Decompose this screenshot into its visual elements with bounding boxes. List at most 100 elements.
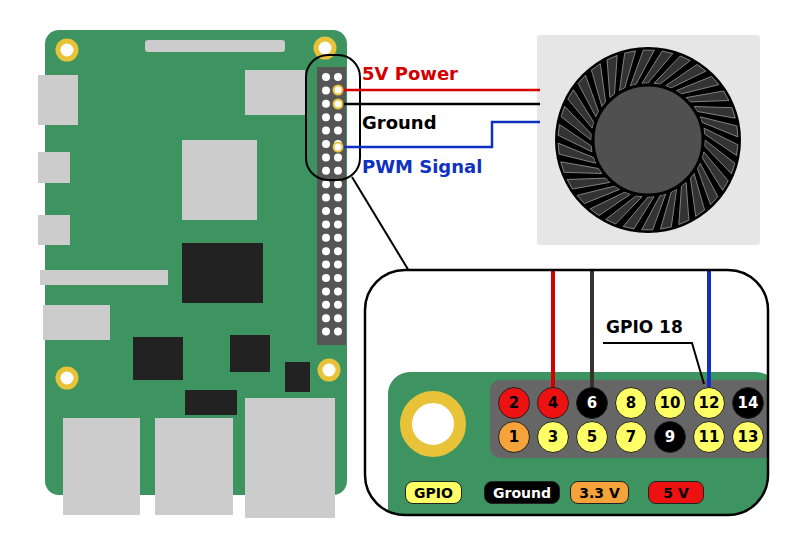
fan-blade xyxy=(677,76,719,94)
gpio-pin: 11 xyxy=(693,421,725,453)
fan-blade xyxy=(679,182,689,224)
zoom-leader xyxy=(352,177,409,271)
power-wire xyxy=(338,89,540,92)
pin-number: 4 xyxy=(548,396,558,411)
pin-number: 6 xyxy=(587,396,597,411)
pin-number: 12 xyxy=(699,396,720,411)
header-pin xyxy=(334,287,342,295)
pin-label: GPIO 18 xyxy=(606,317,683,337)
ground-wire xyxy=(590,271,594,388)
pin-number: 7 xyxy=(626,430,636,445)
wire-pin xyxy=(334,100,343,109)
gpio-pin: 6 xyxy=(576,387,608,419)
board-chip xyxy=(285,362,310,392)
board-chip xyxy=(185,390,237,415)
header-pin xyxy=(334,86,342,94)
header-pin xyxy=(334,328,342,336)
ethernet-port xyxy=(245,398,335,518)
gpio-pin: 10 xyxy=(654,387,686,419)
power-wire xyxy=(551,271,555,388)
legend-swatch: 3.3 V xyxy=(570,481,629,504)
fan-blade xyxy=(642,51,673,83)
header-pin xyxy=(322,153,330,161)
header-pin xyxy=(322,180,330,188)
legend-text: 3.3 V xyxy=(579,486,620,500)
header-pin xyxy=(334,100,342,108)
header-pin xyxy=(322,247,330,255)
header-pin xyxy=(334,113,342,121)
header-pin xyxy=(334,153,342,161)
legend-swatch: Ground xyxy=(484,481,560,504)
usb-port xyxy=(63,418,140,515)
header-pin xyxy=(322,234,330,242)
fan-blade xyxy=(623,197,654,229)
gpio-pin: 1 xyxy=(498,421,530,453)
header-pin xyxy=(334,261,342,269)
header-pin xyxy=(334,220,342,228)
fan-blades xyxy=(558,50,738,230)
header-pin xyxy=(334,234,342,242)
fan-blade xyxy=(642,194,666,230)
header-pin xyxy=(334,167,342,175)
zoom-board xyxy=(388,372,768,515)
gpio-pin: 7 xyxy=(615,421,647,453)
zoom-panel-border xyxy=(365,270,768,515)
header-pin xyxy=(322,287,330,295)
header-pin xyxy=(334,301,342,309)
pin-number: 11 xyxy=(699,430,720,445)
pwm-wire xyxy=(707,271,711,388)
pi-board xyxy=(38,30,347,518)
legend-swatch: GPIO xyxy=(405,481,462,504)
gpio-pin: 4 xyxy=(537,387,569,419)
fan-blade xyxy=(558,124,592,151)
usb-port xyxy=(155,418,233,515)
fan-blade xyxy=(686,91,729,102)
pin-leader xyxy=(603,343,704,384)
pin-number: 1 xyxy=(509,430,519,445)
fan-housing xyxy=(537,35,760,245)
gpio-pin: 5 xyxy=(576,421,608,453)
fan-blade xyxy=(690,174,704,217)
wire-label: 5V Power xyxy=(362,63,458,85)
wire-label: Ground xyxy=(362,112,437,134)
pin-number: 3 xyxy=(548,430,558,445)
pin-strip xyxy=(490,380,768,458)
header-pin xyxy=(322,328,330,336)
pin-number: 9 xyxy=(665,430,675,445)
fan-rim xyxy=(555,47,741,233)
header-pin xyxy=(322,73,330,81)
header-pin xyxy=(334,194,342,202)
gpio-pin: 13 xyxy=(732,421,764,453)
gpio-header xyxy=(317,67,346,345)
header-pins xyxy=(322,73,342,336)
header-pin xyxy=(322,301,330,309)
wire-pin xyxy=(334,143,343,152)
wire-label: PWM Signal xyxy=(362,156,482,178)
pin-number: 5 xyxy=(587,430,597,445)
pin-number: 8 xyxy=(626,396,636,411)
zoom-pcb xyxy=(388,372,768,515)
fan xyxy=(537,35,760,245)
legend-text: Ground xyxy=(493,486,551,500)
header-pin xyxy=(334,247,342,255)
legend-swatch: 5 V xyxy=(648,481,704,504)
header-pin xyxy=(322,167,330,175)
pin-number: 13 xyxy=(738,430,759,445)
zoom-outline xyxy=(306,55,360,180)
gpio-pin: 3 xyxy=(537,421,569,453)
legend-text: 5 V xyxy=(663,486,688,500)
legend-text: GPIO xyxy=(414,486,453,500)
gpio-pin: 8 xyxy=(615,387,647,419)
fan-hub xyxy=(593,85,703,195)
header-pin xyxy=(322,113,330,121)
header-pin xyxy=(322,127,330,135)
board-connector xyxy=(38,75,78,125)
header-pin xyxy=(322,100,330,108)
fan-blade xyxy=(567,178,610,189)
pin-number: 14 xyxy=(738,396,759,411)
header-pin xyxy=(322,261,330,269)
board-chip xyxy=(133,337,183,380)
header-pin xyxy=(322,194,330,202)
board-connector xyxy=(145,40,285,52)
